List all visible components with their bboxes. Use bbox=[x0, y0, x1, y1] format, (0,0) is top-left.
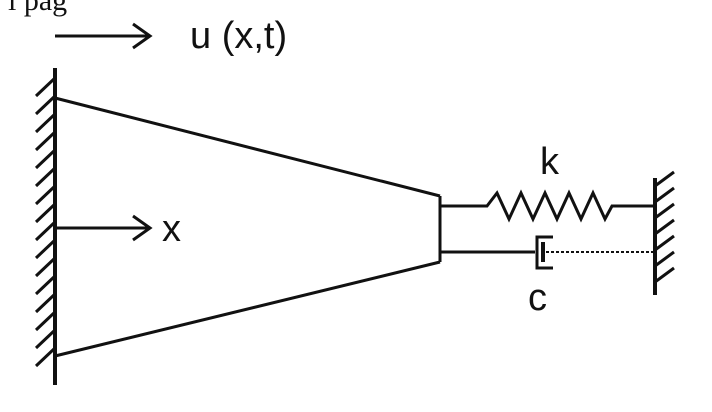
displacement-arrow bbox=[55, 22, 153, 50]
top-cropped-text: ı pag bbox=[8, 0, 67, 17]
x-axis-arrow bbox=[55, 214, 153, 242]
right-fixed-wall bbox=[653, 170, 675, 295]
spring bbox=[440, 189, 655, 223]
x-axis-label: x bbox=[162, 208, 181, 250]
spring-label: k bbox=[540, 141, 560, 183]
damper bbox=[440, 235, 655, 270]
damper-label: c bbox=[528, 277, 547, 319]
left-fixed-wall bbox=[34, 68, 57, 385]
displacement-label: u (x,t) bbox=[190, 15, 287, 57]
